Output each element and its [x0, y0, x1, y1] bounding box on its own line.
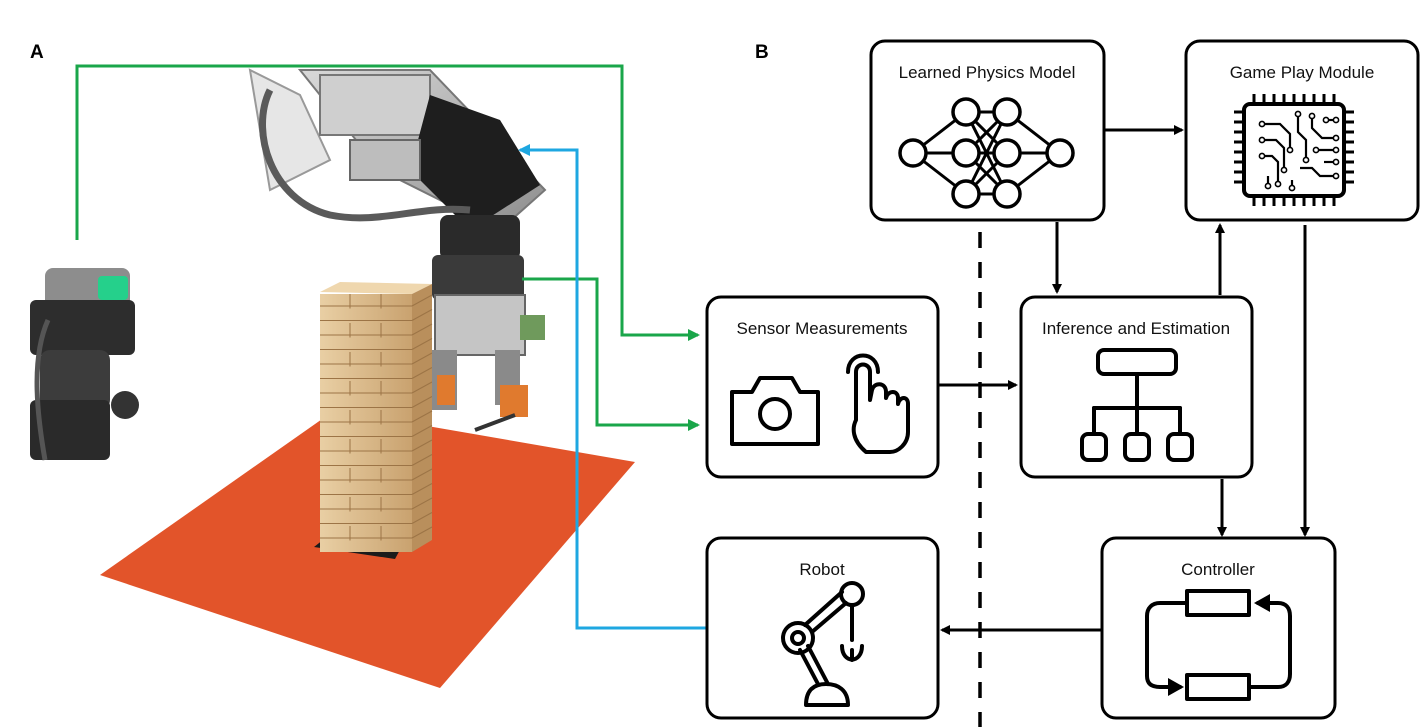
touch-finger-icon [846, 353, 910, 454]
game-play-block: Game Play Module [1184, 39, 1420, 222]
neural-network-icon [898, 97, 1075, 209]
inference-estimation-title: Inference and Estimation [1042, 319, 1230, 338]
force-signal-line [522, 277, 700, 431]
learned-physics-block: Learned Physics Model [869, 39, 1106, 222]
diagram-arrows [938, 125, 1310, 635]
robot-arm-icon [781, 581, 865, 707]
depth-camera-photo [30, 268, 139, 461]
panel-b-label: B [755, 42, 769, 63]
controller-title: Controller [1181, 560, 1255, 579]
control-loop-icon [1145, 589, 1292, 701]
inference-estimation-block: Inference and Estimation [1019, 295, 1254, 479]
camera-icon [730, 376, 820, 446]
sensor-measurements-block: Sensor Measurements [705, 295, 940, 479]
photo-scene [30, 64, 708, 688]
controller-block: Controller [1100, 536, 1337, 720]
jenga-tower [320, 282, 433, 552]
sensor-measurements-title: Sensor Measurements [736, 319, 907, 338]
panel-a-label: A [30, 42, 44, 63]
robot-command-line [518, 144, 708, 630]
hierarchy-icon [1080, 348, 1194, 462]
robot-arm-photo [248, 68, 547, 432]
robot-block: Robot [705, 536, 940, 720]
robot-title: Robot [799, 560, 845, 579]
learned-physics-title: Learned Physics Model [899, 63, 1076, 82]
game-play-title: Game Play Module [1230, 63, 1375, 82]
circuit-chip-icon [1234, 94, 1354, 206]
vision-signal-line [75, 64, 700, 341]
